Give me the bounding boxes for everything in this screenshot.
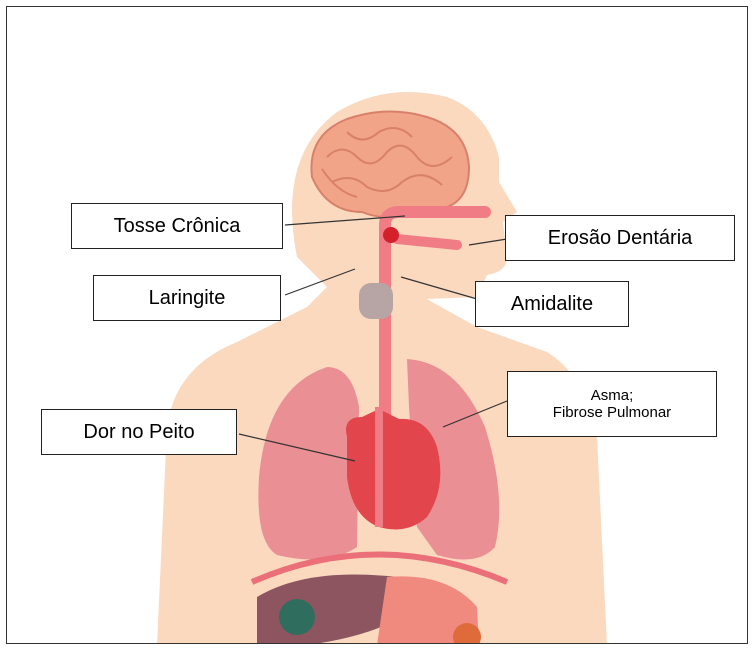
label-tosse-text: Tosse Crônica (114, 215, 241, 238)
label-dor-no-peito: Dor no Peito (41, 409, 237, 455)
label-laringite-text: Laringite (149, 287, 226, 310)
label-laringite: Laringite (93, 275, 281, 321)
label-dor-text: Dor no Peito (83, 421, 194, 444)
brain (311, 111, 469, 217)
label-asma-fibrose: Asma; Fibrose Pulmonar (507, 371, 717, 437)
label-asma-line2: Fibrose Pulmonar (553, 404, 671, 421)
label-amidalite-text: Amidalite (511, 293, 593, 316)
label-amidalite: Amidalite (475, 281, 629, 327)
diagram-frame: Tosse Crônica Erosão Dentária Laringite … (6, 6, 748, 644)
label-asma-line1: Asma; (591, 387, 634, 404)
label-erosao-dentaria: Erosão Dentária (505, 215, 735, 261)
gallbladder (279, 599, 315, 635)
anatomy-illustration (7, 7, 748, 644)
larynx (359, 283, 393, 319)
throat-dot (383, 227, 399, 243)
label-erosao-text: Erosão Dentária (548, 227, 693, 250)
label-tosse-cronica: Tosse Crônica (71, 203, 283, 249)
